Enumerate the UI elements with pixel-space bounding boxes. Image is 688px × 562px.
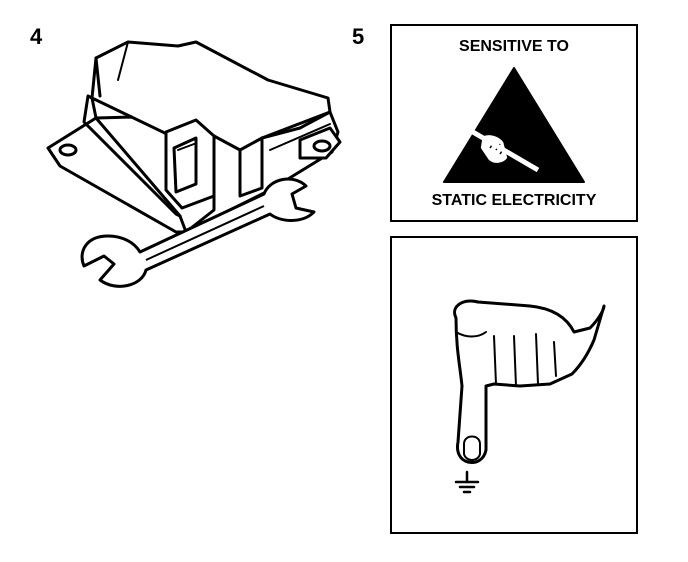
esd-top-text: SENSITIVE TO [459, 38, 569, 55]
ground-symbol-icon [454, 470, 480, 494]
esd-hand-triangle-icon [443, 67, 585, 183]
wrench-icon [80, 177, 316, 288]
step-number-4: 4 [30, 24, 43, 49]
grounding-illustration-panel [390, 236, 638, 534]
pointing-finger-icon [453, 299, 606, 464]
step-number-5: 5 [352, 24, 365, 49]
control-module-icon [46, 40, 342, 234]
esd-bottom-text: STATIC ELECTRICITY [431, 192, 597, 209]
esd-warning-label: SENSITIVE TO STATIC ELECTRICITY [390, 24, 638, 222]
